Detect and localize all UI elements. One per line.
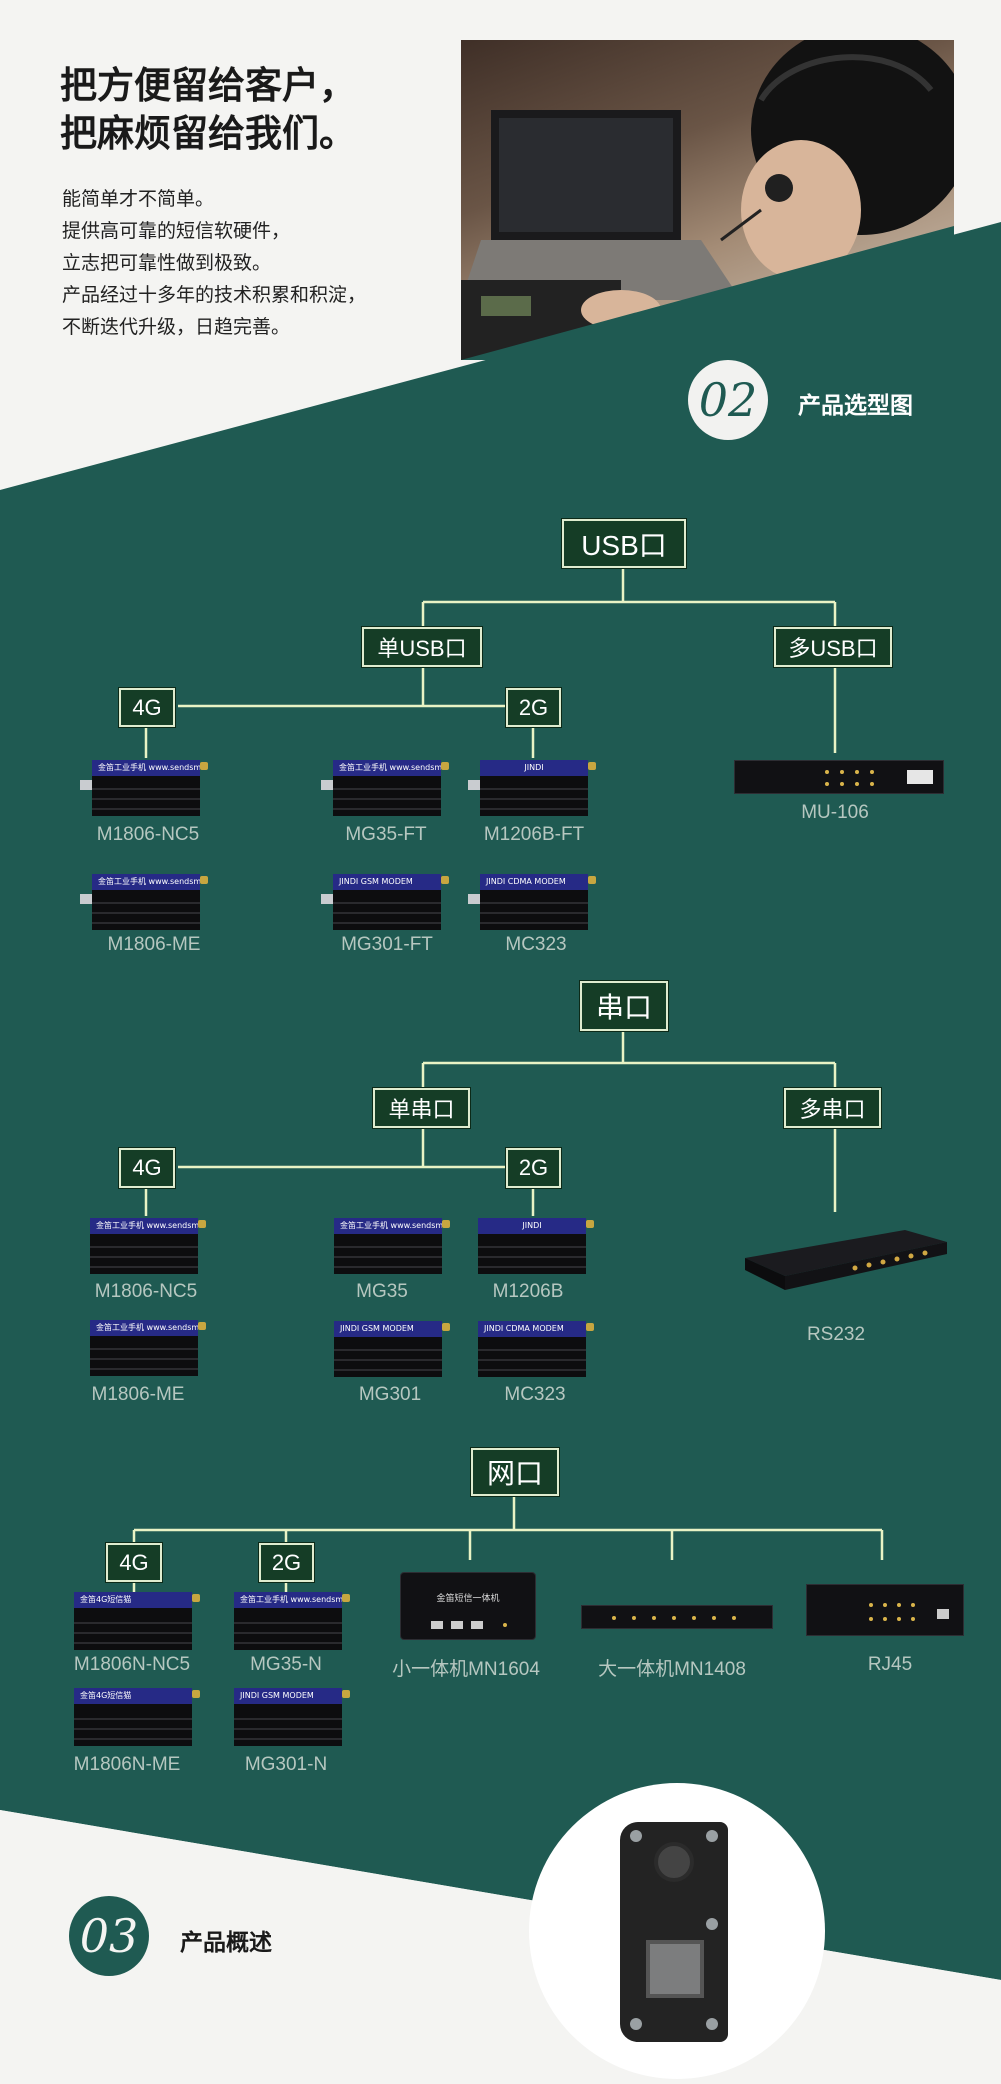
label-m1806n-nc5: M1806N-NC5 <box>73 1654 191 1675</box>
label-rs232: RS232 <box>806 1324 866 1345</box>
device-m1806-me-usb: 金笛工业手机 www.sendsms.cn <box>80 874 208 930</box>
label-mc323-serial: MC323 <box>504 1384 566 1405</box>
tag-serial-4g: 4G <box>118 1147 176 1189</box>
device-mg35: 金笛工业手机 www.sendsms.cn <box>334 1218 450 1274</box>
intro-line: 立志把可靠性做到极致。 <box>62 252 272 274</box>
headline-line-1: 把方便留给客户， <box>60 64 356 107</box>
device-m1806n-nc5: 金笛4G短信猫 <box>74 1592 200 1650</box>
section-02-title: 产品选型图 <box>798 393 913 419</box>
product-device-photo <box>620 1822 728 2042</box>
section-03-number: 03 <box>69 1896 149 1976</box>
device-mg35-n: 金笛工业手机 www.sendsms.cn <box>234 1592 350 1650</box>
node-serial-root: 串口 <box>579 980 669 1032</box>
node-usb-single: 单USB口 <box>361 626 483 668</box>
headline: 把方便留给客户， 把麻烦留给我们。 <box>60 62 356 158</box>
node-serial-single: 单串口 <box>372 1087 471 1129</box>
label-mn1408: 大一体机MN1408 <box>598 1659 746 1680</box>
label-mg35-ft: MG35-FT <box>345 824 427 845</box>
device-m1806-nc5-serial: 金笛工业手机 www.sendsms.cn <box>90 1218 206 1274</box>
device-m1206b-ft: JINDI <box>468 760 596 816</box>
label-m1806-me-usb: M1806-ME <box>107 934 201 955</box>
label-m1206b-ft: M1206B-FT <box>483 824 585 845</box>
device-m1806n-me: 金笛4G短信猫 <box>74 1688 200 1746</box>
device-mn1604: 金笛短信一体机 <box>400 1572 536 1640</box>
ethernet-port-icon <box>646 1940 704 1998</box>
tag-usb-2g: 2G <box>505 687 562 728</box>
device-mc323-serial: JINDI CDMA MODEM <box>478 1321 594 1377</box>
section-02-number: 02 <box>688 360 768 440</box>
label-mg35-n: MG35-N <box>250 1654 322 1675</box>
label-mn1604: 小一体机MN1604 <box>392 1659 540 1680</box>
label-m1806-nc5-usb: M1806-NC5 <box>96 824 200 845</box>
node-network-root: 网口 <box>470 1447 560 1497</box>
device-mu106 <box>734 760 944 794</box>
dc-port-icon <box>654 1842 694 1882</box>
device-rs232 <box>745 1230 947 1290</box>
node-usb-multi: 多USB口 <box>773 626 893 668</box>
label-m1806-nc5-serial: M1806-NC5 <box>94 1281 198 1302</box>
label-mg35: MG35 <box>356 1281 408 1302</box>
label-mc323-usb: MC323 <box>505 934 567 955</box>
node-usb-root: USB口 <box>561 518 687 569</box>
device-mn1408 <box>581 1605 773 1629</box>
node-serial-multi: 多串口 <box>783 1087 882 1129</box>
device-m1806-nc5-usb: 金笛工业手机 www.sendsms.cn <box>80 760 208 816</box>
device-mg301: JINDI GSM MODEM <box>334 1321 450 1377</box>
tag-serial-2g: 2G <box>505 1147 562 1189</box>
customer-service-photo <box>461 40 954 360</box>
label-mg301-n: MG301-N <box>244 1754 328 1775</box>
device-mc323-usb: JINDI CDMA MODEM <box>468 874 596 930</box>
tag-network-4g: 4G <box>105 1542 163 1583</box>
intro-line: 提供高可靠的短信软硬件， <box>62 220 291 242</box>
intro-line: 产品经过十多年的技术积累和积淀， <box>62 284 367 306</box>
label-m1206b: M1206B <box>492 1281 564 1302</box>
label-m1806-me-serial: M1806-ME <box>91 1384 185 1405</box>
device-m1806-me-serial: 金笛工业手机 www.sendsms.cn <box>90 1320 206 1376</box>
headline-line-2: 把麻烦留给我们。 <box>60 112 356 155</box>
label-rj45: RJ45 <box>867 1654 913 1675</box>
device-m1206b: JINDI <box>478 1218 594 1274</box>
intro-line: 不断迭代升级，日趋完善。 <box>62 316 291 338</box>
device-rj45 <box>806 1584 964 1636</box>
device-mg301-n: JINDI GSM MODEM <box>234 1688 350 1746</box>
label-mu106: MU-106 <box>801 802 869 823</box>
device-mg35-ft: 金笛工业手机 www.sendsms.cn <box>321 760 449 816</box>
intro-paragraph: 能简单才不简单。 提供高可靠的短信软硬件， 立志把可靠性做到极致。 产品经过十多… <box>62 183 366 343</box>
tag-network-2g: 2G <box>258 1542 315 1583</box>
green-band <box>0 222 1001 1980</box>
label-m1806n-me: M1806N-ME <box>73 1754 181 1775</box>
tag-usb-4g: 4G <box>118 687 176 728</box>
label-mg301: MG301 <box>358 1384 422 1405</box>
device-mg301-ft: JINDI GSM MODEM <box>321 874 449 930</box>
label-mg301-ft: MG301-FT <box>341 934 433 955</box>
section-03-title: 产品概述 <box>180 1930 272 1956</box>
intro-line: 能简单才不简单。 <box>62 188 215 210</box>
